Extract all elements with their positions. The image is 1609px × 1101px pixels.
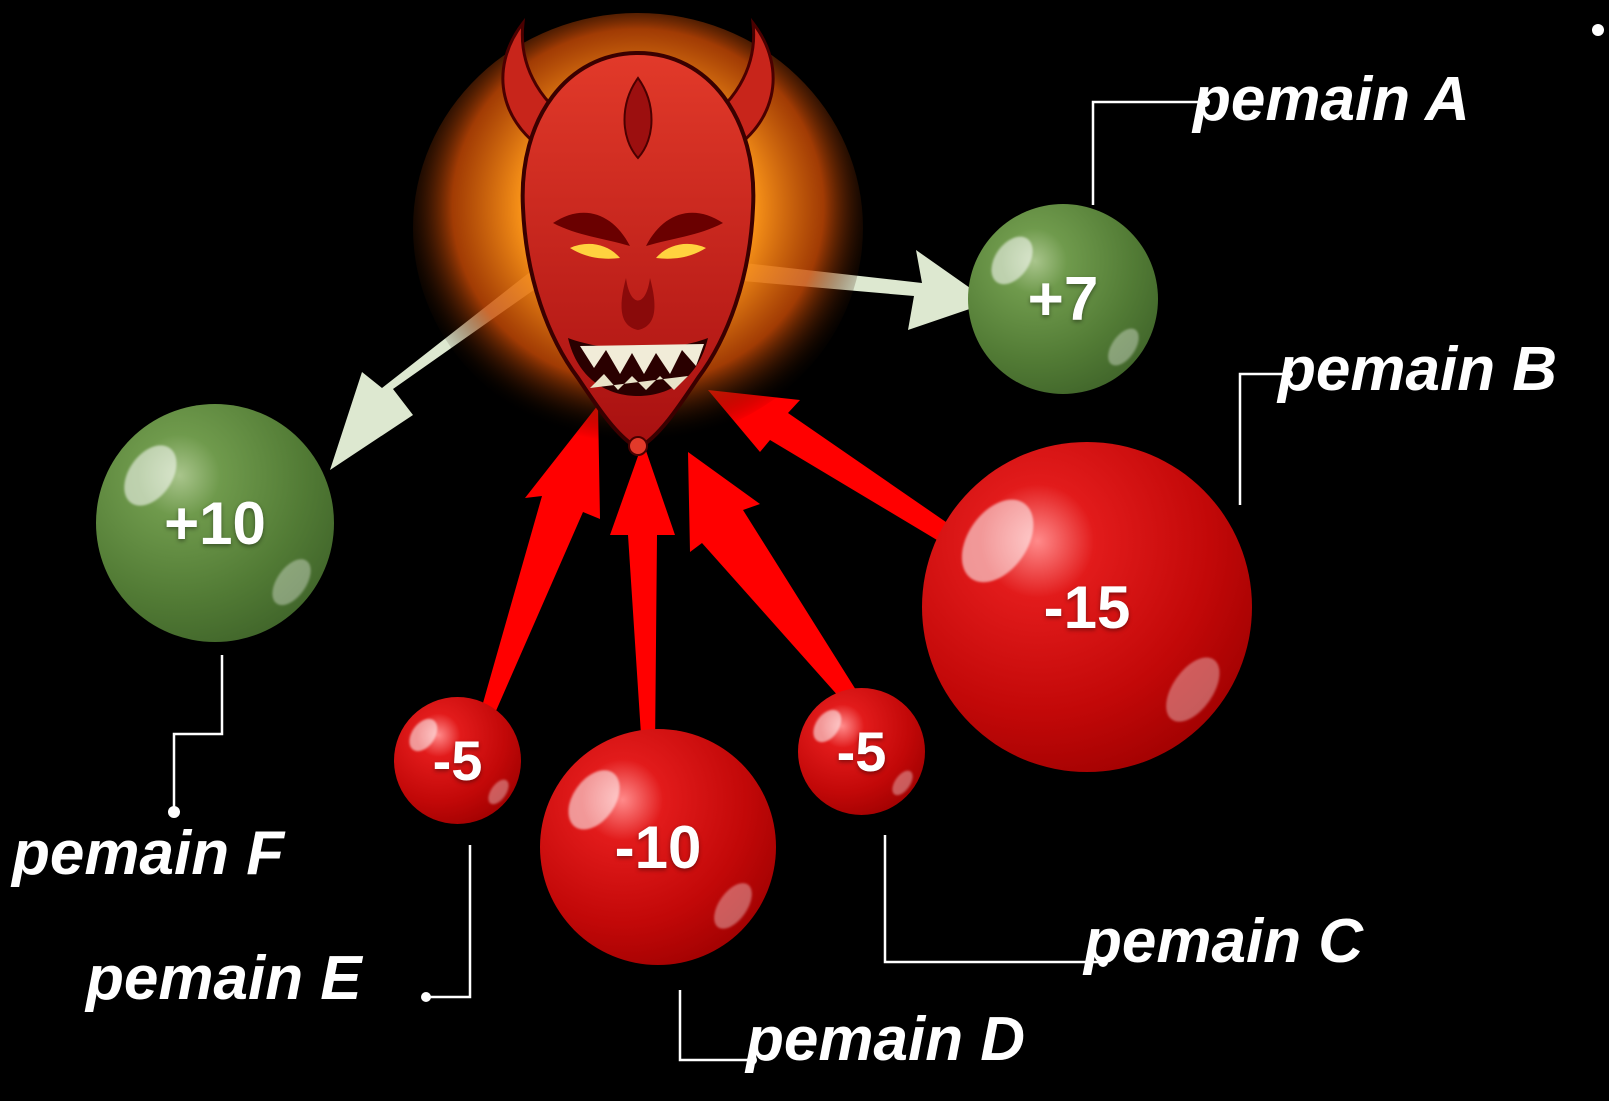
devil-head-icon — [413, 13, 863, 456]
connector-dot-b — [1283, 369, 1293, 379]
ball-player-b: -15 — [922, 442, 1252, 772]
ball-player-f: +10 — [96, 404, 334, 642]
corner-dot — [1592, 24, 1604, 36]
connector-dot-d — [747, 1055, 757, 1065]
arrow-from-b — [708, 390, 972, 555]
value-player-e: -5 — [432, 729, 483, 792]
arrow-from-e — [479, 405, 600, 720]
connector-dot-e — [421, 992, 431, 1002]
label-player-d: pemain D — [746, 1005, 1026, 1074]
connector-a — [1091, 100, 1205, 205]
label-player-c: pemain C — [1084, 907, 1364, 976]
arrow-from-c — [688, 452, 861, 707]
connector-d — [678, 990, 752, 1062]
label-player-a: pemain A — [1193, 65, 1470, 134]
value-player-f: +10 — [164, 489, 266, 557]
ball-player-c: -5 — [798, 688, 925, 815]
arrow-from-d — [610, 442, 675, 750]
value-player-d: -10 — [614, 813, 702, 881]
ball-player-a: +7 — [968, 204, 1158, 394]
connector-dot-f — [168, 806, 180, 818]
connector-dot-a — [1200, 97, 1210, 107]
label-player-b: pemain B — [1278, 335, 1558, 404]
connector-b — [1238, 372, 1288, 505]
value-player-c: -5 — [836, 720, 887, 783]
connector-c — [883, 835, 1103, 964]
connector-e — [426, 845, 472, 999]
value-player-a: +7 — [1027, 264, 1099, 334]
label-player-e: pemain E — [86, 944, 362, 1013]
connector-f — [172, 655, 224, 812]
connector-dot-c — [1098, 957, 1108, 967]
ball-player-e: -5 — [394, 697, 521, 824]
label-player-f: pemain F — [12, 819, 285, 888]
ball-player-d: -10 — [540, 729, 776, 965]
value-player-b: -15 — [1043, 573, 1131, 641]
